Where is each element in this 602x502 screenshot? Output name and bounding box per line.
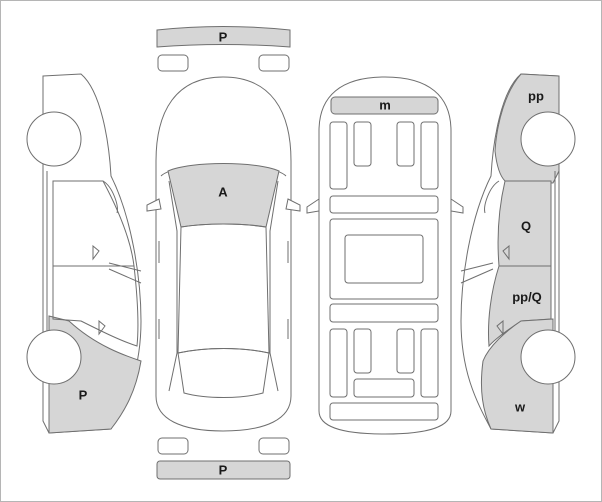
right-rear-door-mark: pp/Q: [512, 289, 542, 304]
front-bumper-part[interactable]: P: [156, 26, 291, 48]
front-right-headlight[interactable]: [258, 54, 290, 72]
left-rear-wheel[interactable]: [26, 329, 82, 385]
car-left-side-view: P: [26, 73, 142, 434]
left-rear-fender-mark: P: [79, 387, 88, 402]
right-front-wheel[interactable]: [520, 111, 576, 167]
right-front-door-mark: Q: [521, 218, 531, 233]
roof-mark: m: [379, 97, 391, 112]
rear-bumper-part[interactable]: P: [156, 460, 291, 480]
car-interior-view: m: [306, 76, 464, 435]
rear-left-taillight[interactable]: [157, 437, 189, 455]
hood-mark: A: [218, 184, 228, 199]
right-front-door-part[interactable]: Q: [497, 180, 552, 267]
right-rear-fender-mark: w: [514, 399, 526, 414]
car-top-view: A: [146, 76, 301, 432]
front-left-headlight[interactable]: [157, 54, 189, 72]
right-front-fender-mark: pp: [528, 88, 544, 103]
rear-right-taillight[interactable]: [258, 437, 290, 455]
right-rear-wheel[interactable]: [520, 329, 576, 385]
roof-part[interactable]: m: [330, 96, 439, 115]
left-front-wheel[interactable]: [26, 111, 82, 167]
rear-bumper-mark: P: [219, 462, 228, 477]
front-bumper-mark: P: [219, 29, 228, 44]
windshield-hood-part[interactable]: A: [167, 163, 280, 228]
car-right-side-view: pp Q pp/Q w: [460, 73, 576, 434]
